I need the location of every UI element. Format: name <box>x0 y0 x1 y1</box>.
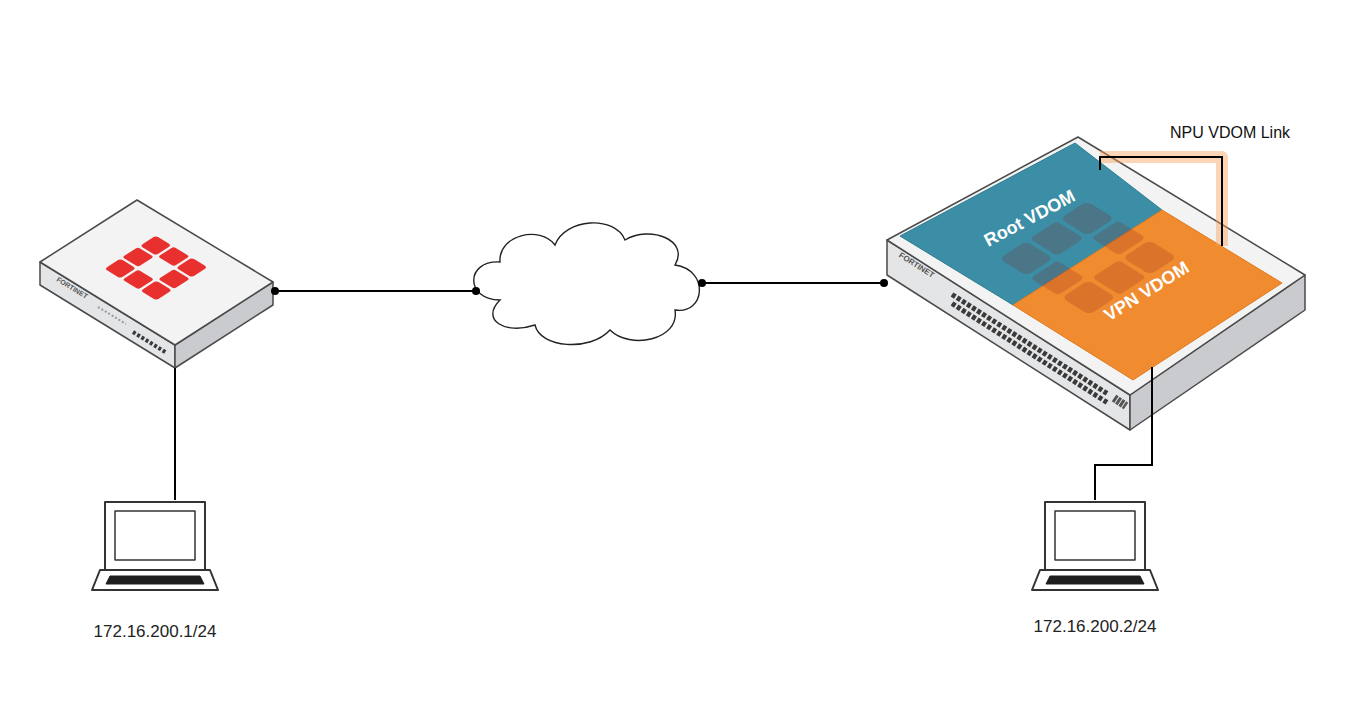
link-glow <box>1100 157 1222 246</box>
vdom-zone: VPN VDOM <box>1013 210 1282 380</box>
logo-watermark <box>999 201 1177 315</box>
laptop-host: 172.16.200.2/24 <box>1020 498 1170 646</box>
port-row <box>98 307 126 324</box>
device-top-face <box>887 137 1305 395</box>
firewall-device: FORTINETRoot VDOMVPN VDOM <box>882 132 1310 435</box>
ip-address: 172.16.200.2/24 <box>1034 618 1157 637</box>
ip-address: 172.16.200.1/24 <box>94 623 217 642</box>
link-dot <box>271 287 279 295</box>
laptop-base <box>92 570 218 590</box>
port-row <box>133 332 166 353</box>
laptop-screen <box>105 502 205 572</box>
lan-link <box>1095 367 1152 500</box>
laptop-keyboard <box>106 576 204 584</box>
firewall-device: FORTINET <box>38 198 280 372</box>
link-label: NPU VDOM Link <box>1170 124 1290 142</box>
laptop-base <box>1032 570 1158 590</box>
link-dot <box>472 287 480 295</box>
laptop-host: 172.16.200.1/24 <box>80 498 230 646</box>
link-dot <box>880 279 888 287</box>
link-dot <box>698 279 706 287</box>
device-top-face <box>40 200 273 345</box>
wan-link <box>275 283 884 291</box>
laptop-display <box>1055 511 1135 560</box>
laptop-keyboard <box>1046 576 1144 584</box>
vdom-area <box>1013 210 1282 380</box>
vdom-link <box>1100 157 1222 246</box>
brand-logo <box>105 236 208 301</box>
laptop-screen <box>1045 502 1145 572</box>
internet-cloud <box>474 223 700 345</box>
lan-link <box>174 368 176 500</box>
port-block <box>1114 398 1126 406</box>
laptop-display <box>115 511 195 560</box>
